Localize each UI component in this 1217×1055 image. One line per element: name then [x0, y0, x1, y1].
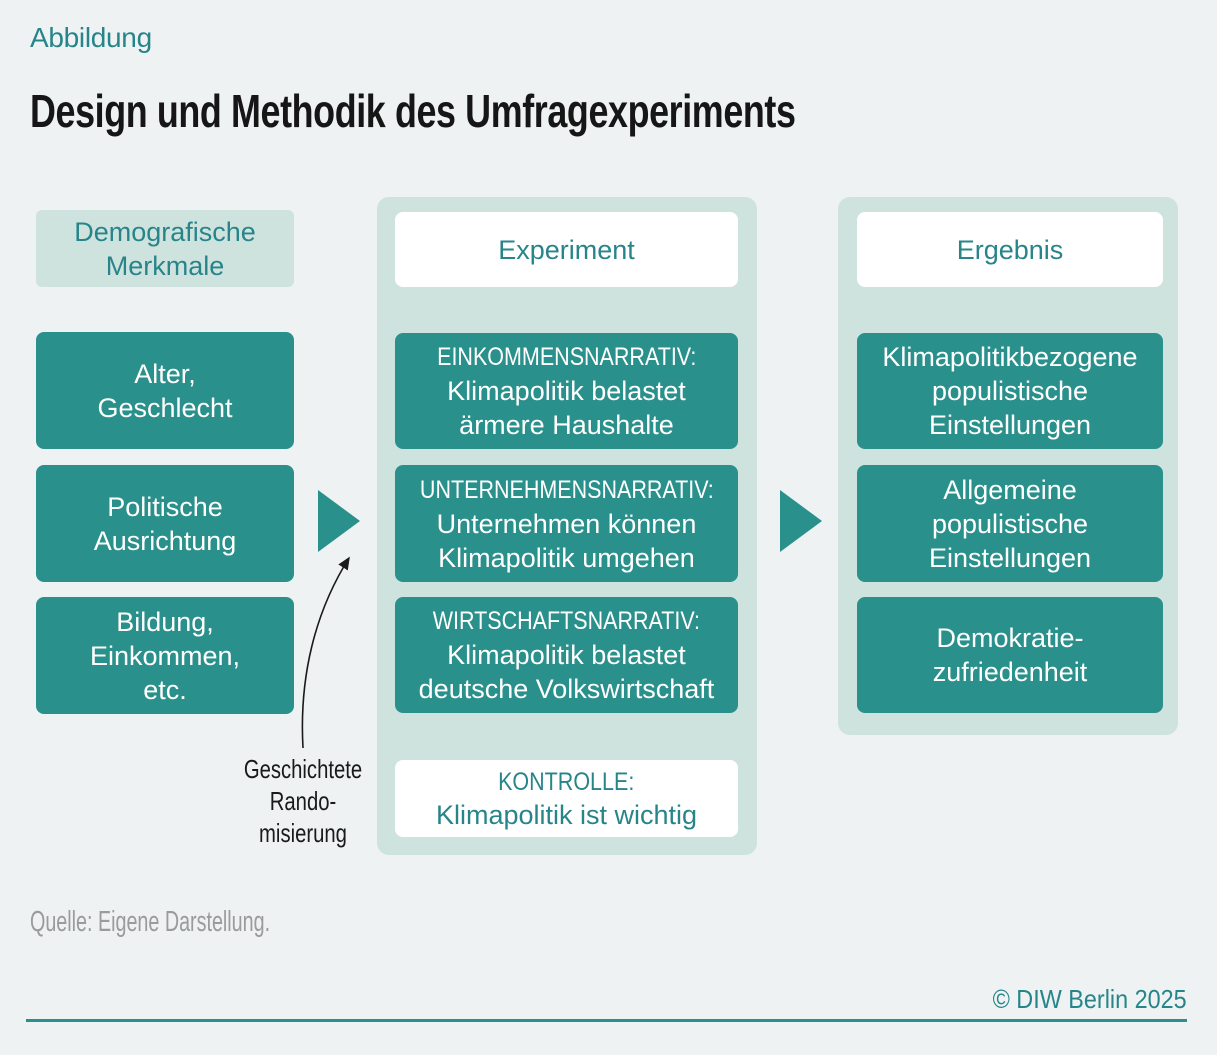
narrative-label: EINKOMMENSNARRATIV: [436, 343, 697, 371]
flow-arrow-right-icon [780, 490, 822, 552]
experiment-box-unternehmensnarrativ: UNTERNEHMENSNARRATIV: Unternehmen können… [395, 465, 738, 582]
ergebnis-box-text: Allgemeine populistische Einstellungen [928, 474, 1092, 573]
narrative-text: Unternehmen können Klimapolitik umgehen [436, 508, 697, 573]
randomization-label: Geschichtete Rando- misierung [243, 754, 363, 848]
flow-arrow-right-icon [318, 490, 360, 552]
narrative-text: Klimapolitik belastet deutsche Volkswirt… [418, 640, 715, 704]
ergebnis-header-box: Ergebnis [857, 212, 1163, 287]
demografie-box-text: Bildung, Einkommen, etc. [89, 606, 241, 705]
experiment-header-label: Experiment [498, 234, 635, 265]
ergebnis-box-text: Klimapolitikbezogene populistische Einst… [882, 342, 1138, 440]
footer-divider [26, 1019, 1187, 1022]
demografie-box-text: Alter, Geschlecht [97, 358, 233, 423]
copyright-note: © DIW Berlin 2025 [992, 984, 1187, 1014]
demografie-box-bildung-einkommen: Bildung, Einkommen, etc. [36, 597, 294, 714]
randomization-curved-arrow-icon [301, 556, 350, 749]
ergebnis-box-allgemeine: Allgemeine populistische Einstellungen [857, 465, 1163, 582]
demografie-box-politische-ausrichtung: Politische Ausrichtung [36, 465, 294, 582]
source-note: Quelle: Eigene Darstellung. [30, 906, 271, 938]
experiment-box-wirtschaftsnarrativ: WIRTSCHAFTSNARRATIV: Klimapolitik belast… [395, 597, 738, 713]
control-label: KONTROLLE: [498, 767, 635, 796]
figure-kicker: Abbildung [30, 22, 152, 53]
experiment-box-einkommensnarrativ: EINKOMMENSNARRATIV: Klimapolitik belaste… [395, 333, 738, 449]
experiment-header-box: Experiment [395, 212, 738, 287]
ergebnis-box-klimapolitikbezogene: Klimapolitikbezogene populistische Einst… [857, 333, 1163, 449]
control-text: Klimapolitik ist wichtig [435, 799, 698, 830]
figure-title: Design und Methodik des Umfragexperiment… [30, 85, 796, 137]
ergebnis-container: Ergebnis Klimapolitikbezogene populistis… [838, 197, 1178, 735]
ergebnis-header-label: Ergebnis [956, 234, 1064, 265]
experiment-box-kontrolle: KONTROLLE: Klimapolitik ist wichtig [395, 760, 738, 837]
ergebnis-box-demokratiezufriedenheit: Demokratie- zufriedenheit [857, 597, 1163, 713]
ergebnis-box-text: Demokratie- zufriedenheit [932, 623, 1088, 687]
demografie-box-alter-geschlecht: Alter, Geschlecht [36, 332, 294, 449]
narrative-text: Klimapolitik belastet ärmere Haushalte [447, 376, 686, 440]
narrative-label: UNTERNEHMENSNARRATIV: [419, 475, 714, 504]
demografie-header-box: Demografische Merkmale [36, 210, 294, 287]
narrative-label: WIRTSCHAFTSNARRATIV: [432, 607, 701, 635]
demografie-box-text: Politische Ausrichtung [93, 491, 237, 556]
demografie-header-label: Demografische Merkmale [74, 216, 256, 281]
experiment-container: Experiment EINKOMMENSNARRATIV: Klimapoli… [377, 197, 757, 855]
